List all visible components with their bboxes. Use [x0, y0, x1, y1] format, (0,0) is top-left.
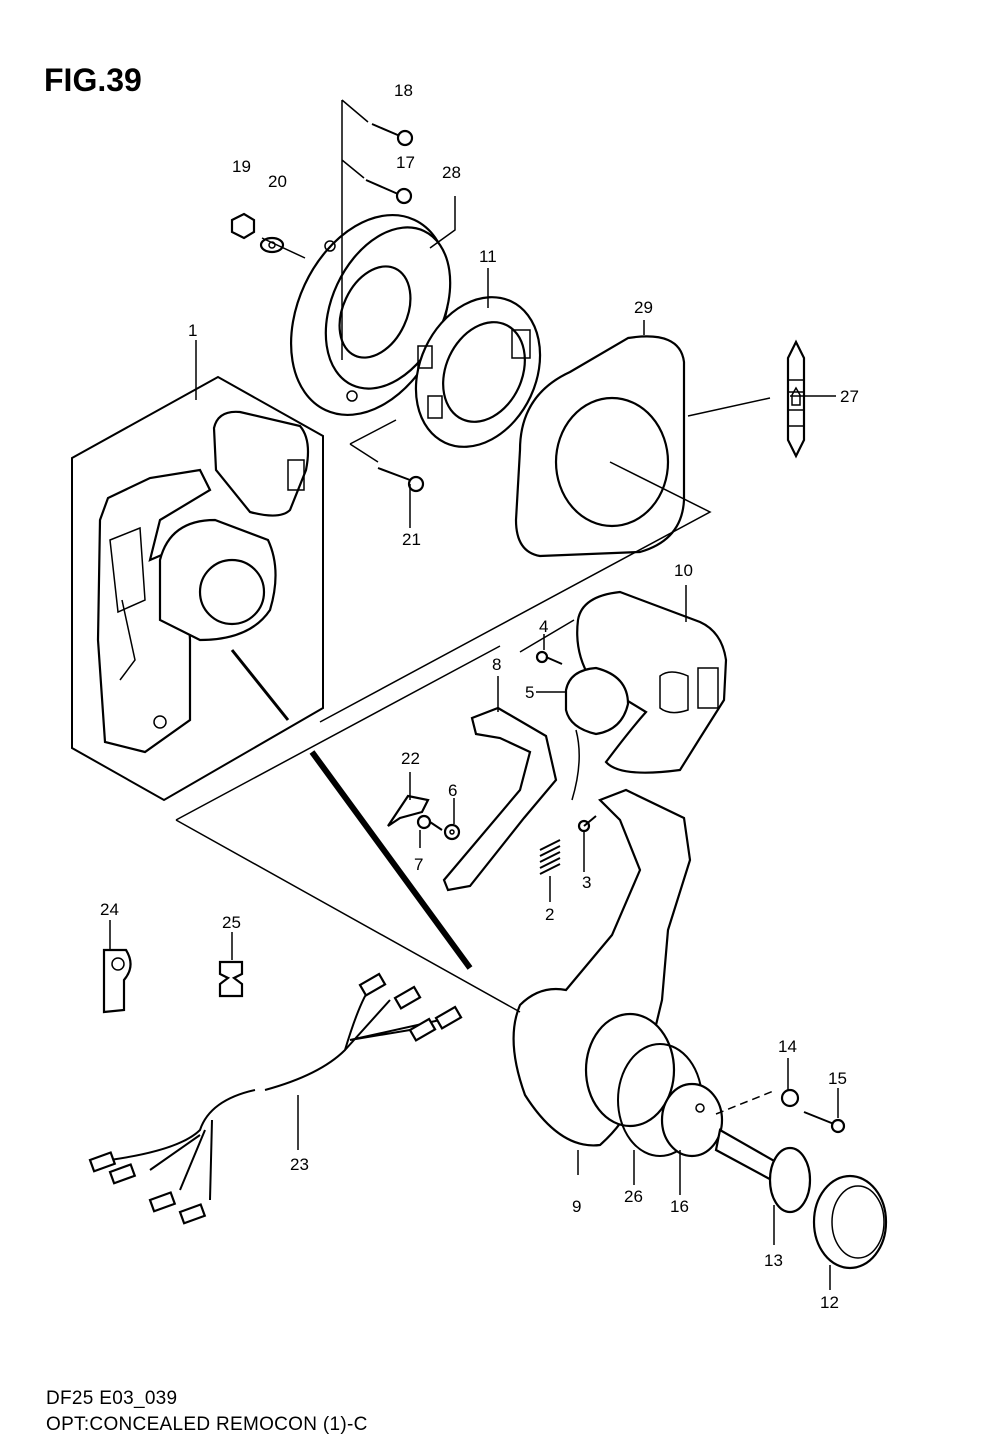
label-23: 23: [290, 1155, 309, 1174]
part-labels: 1 2 3 4 5 6 7 8 9 10 11 12 13 14 15 16 1…: [100, 81, 859, 1312]
label-27: 27: [840, 387, 859, 406]
part-7-screw: [416, 814, 443, 831]
label-19: 19: [232, 157, 251, 176]
part-22-clip: [387, 794, 430, 827]
label-14: 14: [778, 1037, 797, 1056]
label-11: 11: [479, 247, 497, 266]
label-12: 12: [820, 1293, 839, 1312]
part-21-screw: [377, 467, 425, 493]
label-24: 24: [100, 900, 119, 919]
part-12-cap: [812, 1174, 888, 1270]
label-2: 2: [545, 905, 554, 924]
label-18: 18: [394, 81, 413, 100]
part-2-spring: [539, 839, 561, 875]
label-20: 20: [268, 172, 287, 191]
part-4-screw: [535, 650, 563, 665]
label-10: 10: [674, 561, 693, 580]
part-29-cover: [514, 335, 686, 558]
part-16-plate: [660, 1082, 724, 1158]
part-3-screw: [577, 815, 597, 833]
part-11-ratchet: [414, 296, 542, 448]
remote-control-assembly: [71, 375, 324, 802]
part-13-shaft: [714, 1128, 812, 1214]
part-25-clip: [218, 960, 244, 998]
figure-title: FIG.39: [44, 62, 142, 98]
label-3: 3: [582, 873, 591, 892]
label-28: 28: [442, 163, 461, 182]
label-15: 15: [828, 1069, 847, 1088]
label-17: 17: [396, 153, 415, 172]
label-21: 21: [402, 530, 421, 549]
label-29: 29: [634, 298, 653, 317]
part-17-screw: [365, 179, 413, 205]
part-19-nut: [230, 212, 256, 240]
label-9: 9: [572, 1197, 581, 1216]
label-8: 8: [492, 655, 501, 674]
label-26: 26: [624, 1187, 643, 1206]
label-16: 16: [670, 1197, 689, 1216]
label-1: 1: [188, 321, 197, 340]
part-14-washer: [780, 1088, 800, 1108]
label-22: 22: [401, 749, 420, 768]
model-code: DF25 E03_039: [46, 1388, 178, 1409]
label-5: 5: [525, 683, 534, 702]
label-6: 6: [448, 781, 457, 800]
part-5-detent: [564, 666, 630, 801]
part-28-base-plate: [289, 213, 452, 417]
leader-lines: [109, 99, 839, 1290]
label-13: 13: [764, 1251, 783, 1270]
part-24-bracket: [102, 948, 132, 1014]
part-8-lever-shaft: [442, 706, 558, 892]
label-7: 7: [414, 855, 423, 874]
part-23-wire-harness: [88, 972, 463, 1225]
label-4: 4: [539, 617, 548, 636]
part-18-screw: [371, 123, 414, 147]
part-27-decal: [786, 339, 806, 459]
label-25: 25: [222, 913, 241, 932]
part-9-lever-body: [512, 788, 692, 1147]
figure-caption: OPT:CONCEALED REMOCON (1)-C: [46, 1414, 368, 1435]
part-15-screw: [803, 1111, 846, 1134]
part-6-washer: [443, 823, 461, 841]
part-20-washer: [259, 236, 285, 254]
